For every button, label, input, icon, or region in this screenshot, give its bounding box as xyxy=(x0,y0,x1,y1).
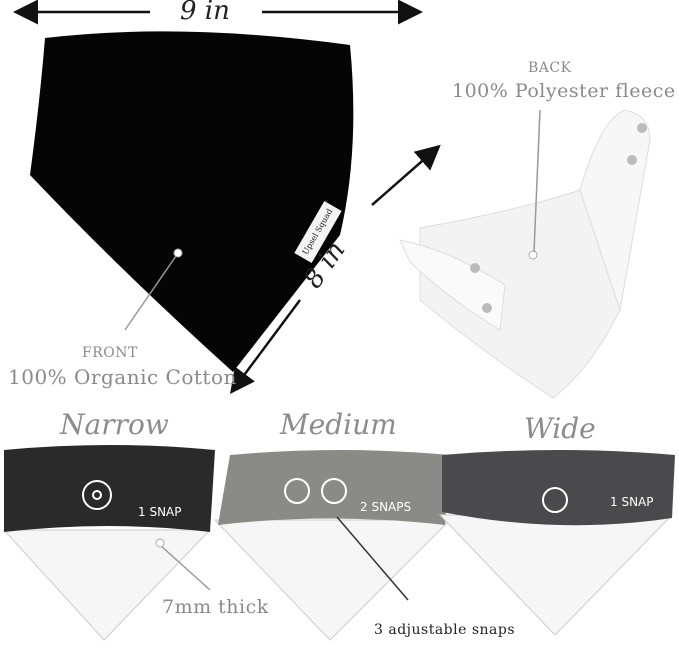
back-title: BACK xyxy=(528,60,572,76)
wide-snaps-label: 1 SNAP xyxy=(610,495,654,509)
front-callout-line xyxy=(124,255,177,331)
width-dimension: 9 in xyxy=(180,0,230,26)
snap-icon xyxy=(627,155,637,165)
snap-icon xyxy=(321,478,347,504)
back-bib-tab xyxy=(399,239,506,331)
snap-icon xyxy=(284,478,310,504)
snap-icon xyxy=(470,263,480,273)
back-callout-line xyxy=(533,109,541,253)
wide-bib-fleece xyxy=(438,514,674,636)
snaps-callout-line xyxy=(336,516,409,601)
back-callout-dot xyxy=(528,250,538,260)
snaps-callout: 3 adjustable snaps xyxy=(374,622,516,638)
snap-icon xyxy=(482,303,492,313)
snap-icon xyxy=(542,487,568,513)
medium-bib-band xyxy=(218,450,450,525)
front-material: 100% Organic Cotton xyxy=(8,365,237,389)
snap-icon xyxy=(82,480,112,510)
thickness-callout: 7mm thick xyxy=(162,596,269,618)
snap-icon xyxy=(637,123,647,133)
size-medium-label: Medium xyxy=(280,408,397,441)
front-callout-dot xyxy=(173,248,183,258)
narrow-bib-fleece xyxy=(2,529,212,641)
height-arrow-bottom xyxy=(230,299,302,395)
narrow-snaps-label: 1 SNAP xyxy=(138,505,182,519)
front-title: FRONT xyxy=(82,345,138,361)
height-arrow-top xyxy=(371,144,441,206)
size-narrow-label: Narrow xyxy=(60,408,169,441)
front-bib-black xyxy=(30,31,354,372)
thickness-callout-line xyxy=(159,544,211,591)
back-material: 100% Polyester fleece xyxy=(452,80,676,102)
size-wide-label: Wide xyxy=(524,412,596,445)
medium-snaps-label: 2 SNAPS xyxy=(360,500,412,514)
back-bib-white xyxy=(419,189,621,399)
